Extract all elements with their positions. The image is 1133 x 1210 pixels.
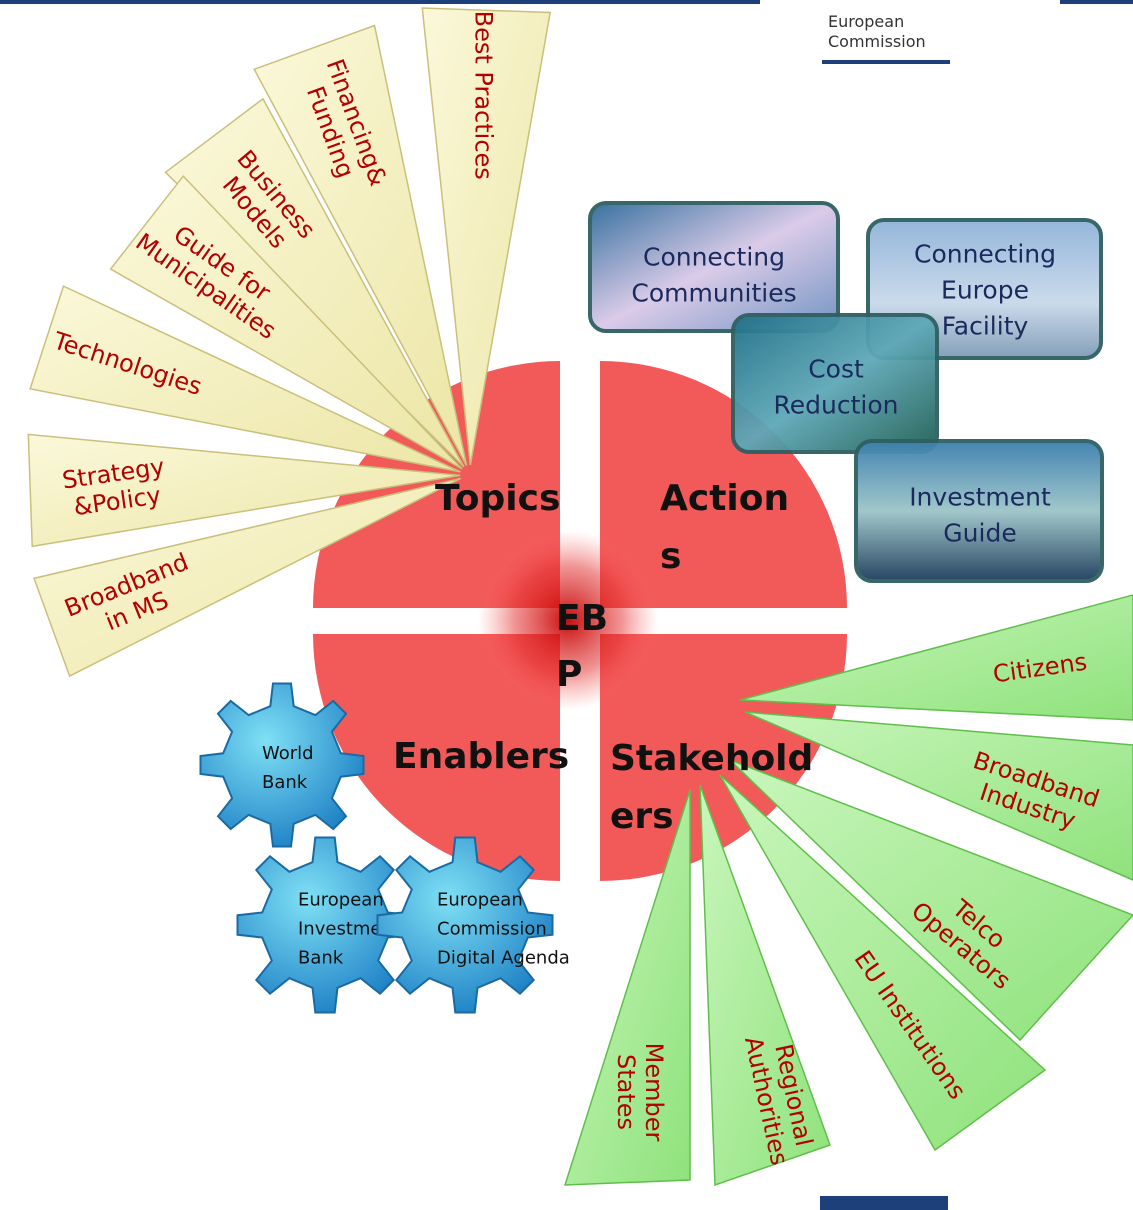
quadrant-label-actions-2: s <box>660 536 681 577</box>
stakeholder-rays: CitizensBroadbandIndustryTelcoOperatorsE… <box>563 594 1133 1187</box>
action-tile-connecting-europe-facility-label: Connecting <box>914 240 1056 269</box>
topic-ray-broadband-in-ms-shape <box>33 477 461 678</box>
quadrant-enablers <box>313 634 560 881</box>
stakeholder-ray-citizens: Citizens <box>739 594 1133 721</box>
action-tile-investment-guide-label: Guide <box>943 519 1016 548</box>
topic-ray-financing-funding: Financing&Funding <box>253 24 468 466</box>
action-tile-investment-guide-label: Investment <box>909 483 1051 512</box>
center-glow <box>478 530 658 710</box>
action-tile-cost-reduction-label: Reduction <box>774 391 899 420</box>
enabler-gear-world-bank-shape <box>199 682 365 848</box>
quadrant-label-stakeholders-1: Stakehold <box>610 738 813 779</box>
enabler-gear-world-bank-label: Bank <box>262 772 308 793</box>
stakeholder-ray-member-states-label: Member <box>640 1043 668 1142</box>
logo-line-1: European <box>828 12 905 31</box>
enabler-gear-world-bank-label: World <box>262 743 314 764</box>
enabler-gear-european-commission-digital-agenda-label: Digital Agenda <box>437 948 570 969</box>
enabler-gear-european-investment-bank-label: European <box>298 890 384 911</box>
topic-rays: Best PracticesFinancing&FundingBusinessM… <box>27 7 552 678</box>
action-tile-connecting-europe-facility-label: Europe <box>941 276 1029 305</box>
enabler-gear-european-commission-digital-agenda-shape <box>376 836 554 1014</box>
header-bar-right <box>1060 0 1133 4</box>
action-tiles: ConnectingCommunitiesConnectingEuropeFac… <box>588 201 1104 583</box>
enabler-gears: WorldBankEuropeanInvestmentBankEuropeanC… <box>199 682 570 1014</box>
action-tile-connecting-communities-shape <box>588 201 840 333</box>
topic-ray-strategy-policy-shape <box>27 433 461 548</box>
action-tile-connecting-communities-label: Communities <box>631 279 796 308</box>
topic-ray-best-practices: Best Practices <box>421 7 552 466</box>
quadrant-label-enablers: Enablers <box>393 736 569 777</box>
stakeholder-ray-telco-operators-shape <box>729 759 1133 1042</box>
action-tile-connecting-communities-label: Connecting <box>643 243 785 272</box>
topic-ray-strategy-policy: Strategy&Policy <box>27 433 461 548</box>
action-tile-cost-reduction-label: Cost <box>808 355 864 384</box>
topic-ray-best-practices-label: Best Practices <box>469 11 497 180</box>
stakeholder-ray-broadband-industry-shape <box>744 711 1133 881</box>
topic-ray-guide-for-municipalities-shape <box>109 174 463 470</box>
enabler-gear-european-commission-digital-agenda-label: Commission <box>437 919 547 940</box>
logo-line-2: Commission <box>828 32 926 51</box>
enabler-gear-european-investment-bank-label: Bank <box>298 948 344 969</box>
stakeholder-ray-citizens-shape <box>739 594 1133 721</box>
topic-ray-technologies-shape <box>29 285 461 473</box>
quadrants <box>313 361 847 881</box>
quadrant-label-stakeholders-2: ers <box>610 796 674 837</box>
topic-ray-financing-funding-shape <box>253 24 468 466</box>
footer-bar <box>820 1196 948 1210</box>
stakeholder-ray-member-states-shape <box>563 789 691 1186</box>
enabler-gear-european-investment-bank-shape <box>236 836 414 1014</box>
stakeholder-ray-member-states-label: States <box>612 1054 640 1130</box>
action-tile-investment-guide-shape <box>854 439 1104 583</box>
action-tile-cost-reduction-shape <box>731 313 939 454</box>
enabler-gear-european-investment-bank-label: Investment <box>298 919 400 940</box>
center-label-2: P <box>556 654 582 695</box>
center-label-1: EB <box>556 598 608 639</box>
action-tile-connecting-europe-facility-label: Facility <box>942 312 1029 341</box>
quadrant-label-actions-1: Action <box>660 478 789 519</box>
quadrant-label-topics: Topics <box>435 478 560 519</box>
stakeholder-ray-eu-institutions-shape <box>719 774 1047 1152</box>
quadrant-actions <box>600 361 847 608</box>
topic-ray-best-practices-shape <box>421 7 552 466</box>
header-bar-left <box>0 0 760 4</box>
enabler-gear-european-commission-digital-agenda-label: European <box>437 890 523 911</box>
stakeholder-ray-regional-authorities-shape <box>699 784 831 1187</box>
logo-underline <box>822 60 950 64</box>
